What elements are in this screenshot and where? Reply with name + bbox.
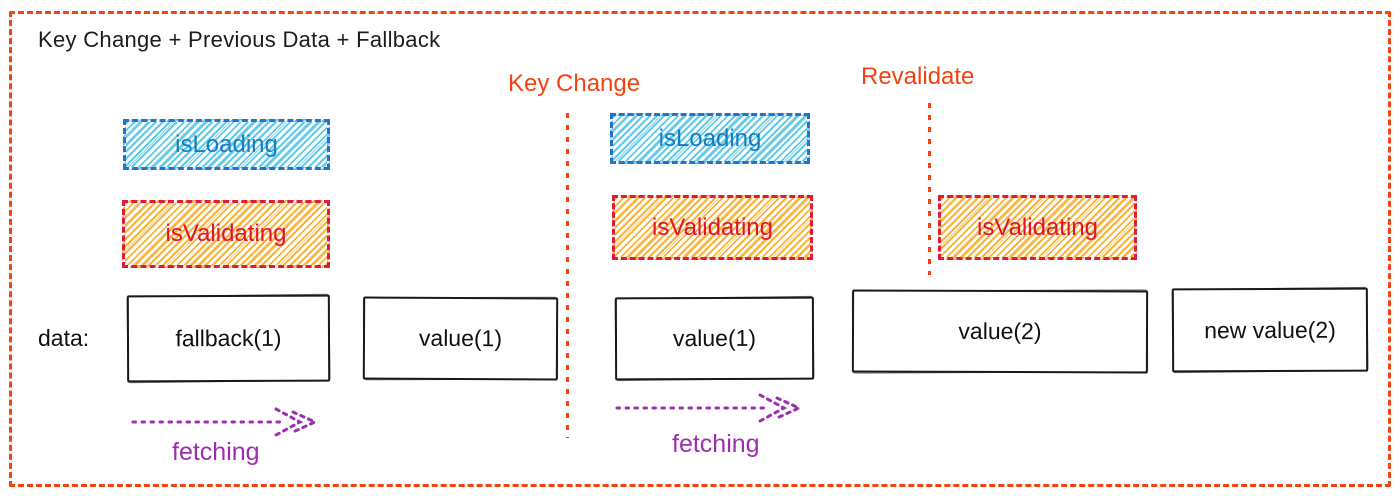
state-bar-label: isValidating bbox=[652, 213, 773, 241]
data-box-value: value(2) bbox=[958, 317, 1042, 345]
data-box-value: fallback(1) bbox=[175, 324, 282, 352]
outer-dashed-frame bbox=[9, 11, 1391, 487]
event-label-key-change: Key Change bbox=[508, 70, 641, 97]
event-label-revalidate: Revalidate bbox=[861, 63, 975, 90]
data-box-value-2: value(2) bbox=[851, 289, 1149, 374]
data-box-value-1b: value(1) bbox=[614, 296, 815, 381]
state-bar-label: isLoading bbox=[658, 124, 762, 152]
key-change-timeline-line bbox=[566, 113, 569, 438]
fetching-arrow-icon bbox=[615, 393, 803, 423]
state-bar-label: isValidating bbox=[165, 220, 287, 247]
diagram-title: Key Change + Previous Data + Fallback bbox=[38, 27, 441, 52]
data-box-value: value(1) bbox=[672, 324, 757, 352]
state-bar-isloading-1: isLoading bbox=[123, 119, 330, 170]
data-box-value: value(1) bbox=[418, 324, 503, 352]
data-box-fallback-1: fallback(1) bbox=[126, 294, 331, 383]
data-box-value: new value(2) bbox=[1204, 316, 1336, 343]
state-bar-isvalidating-3: isValidating bbox=[938, 195, 1137, 260]
data-box-new-value-2: new value(2) bbox=[1171, 287, 1369, 373]
fetching-label-2: fetching bbox=[672, 430, 760, 458]
state-bar-isloading-2: isLoading bbox=[610, 113, 810, 164]
fetching-arrow-icon bbox=[131, 407, 319, 437]
data-row-label: data: bbox=[38, 325, 90, 351]
state-bar-isvalidating-2: isValidating bbox=[612, 195, 813, 260]
data-box-value-1a: value(1) bbox=[362, 296, 559, 381]
state-bar-label: isLoading bbox=[175, 130, 278, 158]
state-bar-isvalidating-1: isValidating bbox=[122, 200, 330, 268]
state-bar-label: isValidating bbox=[977, 213, 1098, 241]
revalidate-timeline-line bbox=[928, 103, 931, 275]
fetching-label-1: fetching bbox=[172, 438, 260, 466]
